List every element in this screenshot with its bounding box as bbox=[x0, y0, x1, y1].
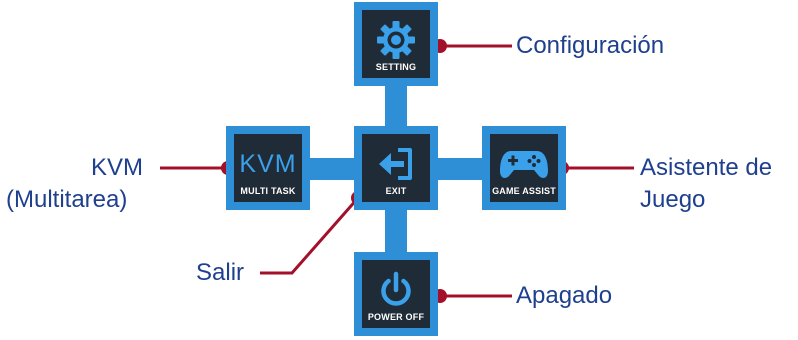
power-icon bbox=[362, 268, 430, 312]
exit-arrow-icon bbox=[362, 142, 430, 186]
setting-caption: SETTING bbox=[375, 62, 417, 72]
kvm-caption: MULTI TASK bbox=[240, 186, 296, 196]
exit-caption: EXIT bbox=[385, 186, 407, 196]
gamepad-icon bbox=[490, 142, 558, 186]
kvm-multitask-button[interactable]: KVM MULTI TASK bbox=[226, 126, 310, 210]
power-off-caption: POWER OFF bbox=[367, 312, 425, 322]
power-callout-label: Apagado bbox=[516, 282, 613, 309]
setting-callout-label: Configuración bbox=[516, 32, 665, 59]
game-assist-caption: GAME ASSIST bbox=[492, 186, 556, 196]
kvm-callout-label-line1: KVM bbox=[91, 154, 144, 181]
exit-button[interactable]: EXIT bbox=[354, 126, 438, 210]
exit-callout-label: Salir bbox=[196, 259, 245, 286]
exit-leader-line bbox=[260, 197, 360, 275]
gear-icon bbox=[362, 18, 430, 62]
power-off-button[interactable]: POWER OFF bbox=[354, 252, 438, 336]
setting-button[interactable]: SETTING bbox=[354, 2, 438, 86]
kvm-icon-text: KVM bbox=[239, 149, 297, 178]
game-callout-label-line2: Juego bbox=[640, 186, 706, 213]
kvm-icon: KVM bbox=[234, 142, 302, 186]
game-callout-label-line1: Asistente de bbox=[640, 154, 773, 181]
game-assist-button[interactable]: GAME ASSIST bbox=[482, 126, 566, 210]
kvm-callout-label-line2: (Multitarea) bbox=[6, 186, 128, 213]
